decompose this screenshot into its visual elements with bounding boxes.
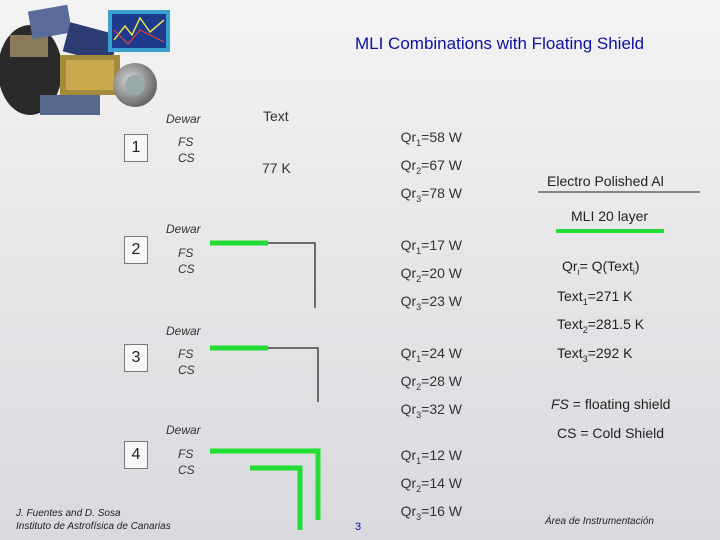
row-4-mli-line-c [250,468,300,530]
footer-area: Área de Instrumentación [545,516,654,527]
row-2-shield-line [268,243,315,308]
legend-cs-definition: CS = Cold Shield [557,425,664,441]
legend-text2: Text2=281.5 K [557,316,644,335]
legend-fs-definition: FS = floating shield [551,396,670,412]
footer-author: J. Fuentes and D. Sosa [16,508,121,519]
row-3-shield-line [268,348,318,402]
legend-electro-polished: Electro Polished Al [547,173,664,189]
footer-institute: Instituto de Astrofísica de Canarias [16,521,171,532]
legend-formula: Qri= Q(Texti) [562,258,640,277]
legend-mli: MLI 20 layer [571,208,648,224]
legend-text1: Text1=271 K [557,288,632,307]
legend-text3: Text3=292 K [557,345,632,364]
row-4-mli-line-b [268,451,318,520]
page-number: 3 [355,521,361,533]
